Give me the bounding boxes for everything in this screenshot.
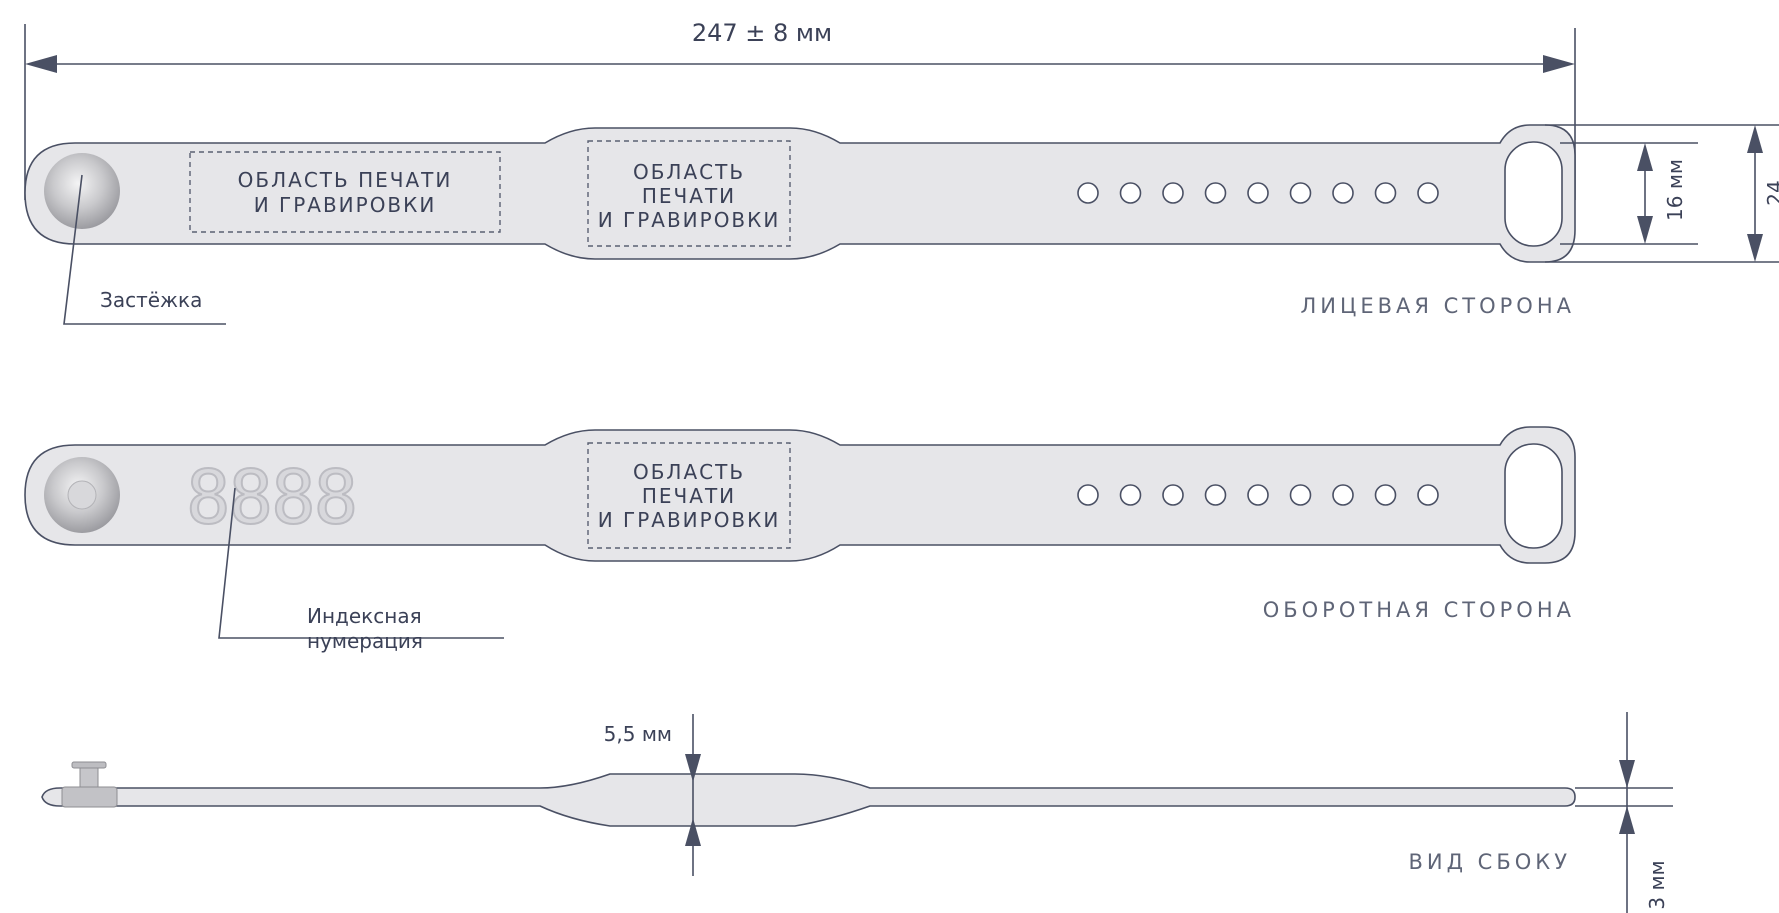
front-adjustment-holes: [1077, 182, 1439, 204]
front-area-left-line-2: И ГРАВИРОВКИ: [254, 193, 437, 217]
clasp-label: Застёжка: [100, 288, 202, 312]
front-adjustment-hole: [1332, 182, 1354, 204]
back-area-center-line-3: И ГРАВИРОВКИ: [598, 508, 781, 532]
side-clasp-cap: [71, 761, 107, 769]
front-adjustment-hole: [1417, 182, 1439, 204]
front-adjustment-hole: [1119, 182, 1142, 204]
front-band-outline: [24, 124, 1576, 263]
clasp-width-dimension: 24: [1545, 124, 1779, 263]
center-thickness-label: 5,5 мм: [604, 722, 672, 746]
front-area-center-line-2: ПЕЧАТИ: [642, 184, 736, 208]
front-area-left-line-1: ОБЛАСТЬ ПЕЧАТИ: [238, 168, 453, 192]
back-adjustment-hole: [1417, 484, 1439, 506]
index-number-digits: 8888: [186, 455, 356, 541]
index-label-line-1: Индексная: [307, 604, 422, 628]
side-caption: ВИД СБОКУ: [1408, 850, 1571, 874]
front-clasp-button: [44, 153, 120, 229]
back-view: 8888 ОБЛАСТЬ ПЕЧАТИ И ГРАВИРОВКИ Индексн…: [24, 426, 1576, 653]
back-area-center-line-2: ПЕЧАТИ: [642, 484, 736, 508]
back-adjustment-hole: [1332, 484, 1354, 506]
back-adjustment-hole: [1289, 484, 1312, 506]
front-adjustment-hole: [1204, 182, 1227, 204]
strap-width-dimension: 16 мм: [1560, 142, 1698, 245]
front-print-area-left: [189, 151, 501, 233]
index-leader-line: [218, 487, 504, 639]
back-clasp-slot: [1504, 443, 1563, 549]
strap-width-label: 16 мм: [1663, 159, 1687, 221]
back-adjustment-holes: [1077, 484, 1439, 506]
length-dimension: 247 ± 8 мм: [24, 19, 1576, 200]
side-view: 5,5 мм 3 мм ВИД СБОКУ: [41, 712, 1673, 913]
back-adjustment-hole: [1077, 484, 1099, 506]
front-adjustment-hole: [1077, 182, 1099, 204]
edge-thickness-label: 3 мм: [1645, 860, 1669, 909]
front-area-center-line-1: ОБЛАСТЬ: [633, 160, 745, 184]
front-adjustment-hole: [1162, 182, 1184, 204]
front-area-center-line-3: И ГРАВИРОВКИ: [598, 208, 781, 232]
back-adjustment-hole: [1162, 484, 1184, 506]
side-band-outline: [41, 773, 1576, 827]
clasp-width-label: 24: [1763, 180, 1779, 205]
front-clasp-slot: [1504, 141, 1563, 247]
back-print-area-center: [587, 442, 791, 549]
front-print-area-center: [587, 140, 791, 247]
back-adjustment-hole: [1247, 484, 1269, 506]
front-caption: ЛИЦЕВАЯ СТОРОНА: [1301, 294, 1575, 318]
length-label: 247 ± 8 мм: [692, 19, 832, 47]
front-adjustment-hole: [1374, 182, 1397, 204]
front-view: ОБЛАСТЬ ПЕЧАТИ И ГРАВИРОВКИ ОБЛАСТЬ ПЕЧА…: [24, 124, 1576, 325]
back-caption: ОБОРОТНАЯ СТОРОНА: [1263, 598, 1575, 622]
side-clasp-stem: [79, 765, 99, 789]
back-area-center-line-1: ОБЛАСТЬ: [633, 460, 745, 484]
front-adjustment-hole: [1247, 182, 1269, 204]
back-adjustment-hole: [1204, 484, 1227, 506]
clasp-leader-line: [63, 174, 226, 325]
index-label-line-2: нумерация: [307, 629, 423, 653]
back-adjustment-hole: [1374, 484, 1397, 506]
back-adjustment-hole: [1119, 484, 1142, 506]
front-adjustment-hole: [1289, 182, 1312, 204]
back-clasp-button-center: [67, 480, 97, 510]
side-clasp-base: [61, 786, 118, 808]
back-band-outline: [24, 426, 1576, 564]
